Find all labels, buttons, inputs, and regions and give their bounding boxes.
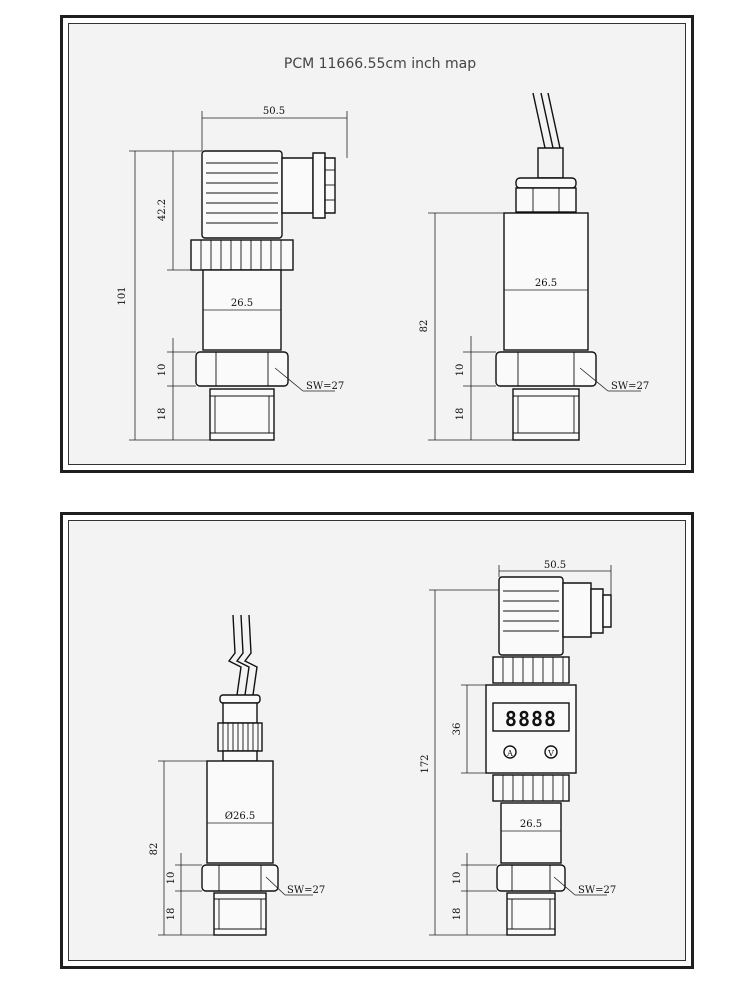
knurled-nut-upper <box>492 656 570 684</box>
cable <box>227 614 242 696</box>
connector-gland <box>562 582 592 638</box>
hex-nut <box>496 864 566 892</box>
cable <box>532 92 546 149</box>
drawing-bottom-svg: 82 Ø26.5 10 18 SW=27 <box>149 560 616 936</box>
dim-width-top-label: 50.5 <box>263 106 285 117</box>
lcd-window <box>492 702 570 732</box>
hex-nut <box>195 351 289 387</box>
process-thread <box>209 388 275 441</box>
wrench-size-label: SW=27 <box>306 381 344 392</box>
dim-diameter-label: Ø26.5 <box>225 811 255 822</box>
process-thread <box>213 892 267 936</box>
button-v-label: V <box>547 749 554 758</box>
dim-height-total-label: 82 <box>419 320 430 333</box>
m12-transmitter: 82 Ø26.5 10 18 SW=27 <box>149 614 325 936</box>
cable-transmitter: 82 26.5 10 18 SW=27 <box>419 92 649 441</box>
drawing-top-svg: 50.5 101 42.2 26.5 10 18 SW=27 <box>117 92 649 441</box>
dim-height-thread-label: 18 <box>455 408 466 421</box>
dim-height-hex-label: 10 <box>166 872 177 885</box>
button-a <box>503 745 517 759</box>
drawing-panel-top: PCM 11666.55cm inch map <box>60 15 694 473</box>
dim-height-hex-label: 10 <box>157 364 168 377</box>
din-connector-head <box>201 150 283 239</box>
din-connector-head <box>498 576 564 656</box>
dim-width-body-label: 26.5 <box>535 278 557 289</box>
dim-height-connector-label: 42.2 <box>157 199 168 221</box>
din-connector-transmitter: 50.5 101 42.2 26.5 10 18 SW=27 <box>117 106 348 441</box>
process-thread <box>506 892 556 936</box>
hex-nut <box>201 864 279 892</box>
m12-knurled-ring <box>217 722 263 752</box>
knurled-nut-lower <box>492 774 570 802</box>
wrench-size-label: SW=27 <box>287 885 325 896</box>
lcd-digits: 8888 <box>505 707 557 731</box>
dim-height-total-label: 82 <box>149 843 160 856</box>
sensor-body <box>500 802 562 864</box>
hex-nut <box>495 351 597 387</box>
cable-gland <box>515 177 577 189</box>
dim-width-body-label: 26.5 <box>231 298 253 309</box>
dim-height-thread-label: 18 <box>157 408 168 421</box>
sensor-body <box>503 212 589 351</box>
connector-gland <box>281 157 314 214</box>
dim-height-thread-label: 18 <box>166 908 177 921</box>
drawing-panel-bottom: 82 Ø26.5 10 18 SW=27 <box>60 512 694 969</box>
wrench-size-label: SW=27 <box>578 885 616 896</box>
wrench-size-label: SW=27 <box>611 381 649 392</box>
dim-height-hex-label: 10 <box>452 872 463 885</box>
diagram-title: PCM 11666.55cm inch map <box>283 56 477 72</box>
knurled-nut <box>190 239 294 271</box>
dim-width-body-label: 26.5 <box>520 819 542 830</box>
m12-cap <box>219 694 261 704</box>
sensor-body <box>206 760 274 864</box>
button-a-label: A <box>506 749 513 758</box>
process-thread <box>512 388 580 441</box>
button-v <box>544 745 558 759</box>
dim-height-hex-label: 10 <box>455 364 466 377</box>
display-transmitter: 8888 A V <box>420 560 616 936</box>
dim-width-top-label: 50.5 <box>544 560 566 571</box>
connector-ribs <box>206 162 278 224</box>
dim-height-display-label: 36 <box>452 723 463 736</box>
dim-height-thread-label: 18 <box>452 908 463 921</box>
dim-height-total-label: 101 <box>117 286 128 305</box>
dim-height-total-label: 172 <box>420 754 431 773</box>
